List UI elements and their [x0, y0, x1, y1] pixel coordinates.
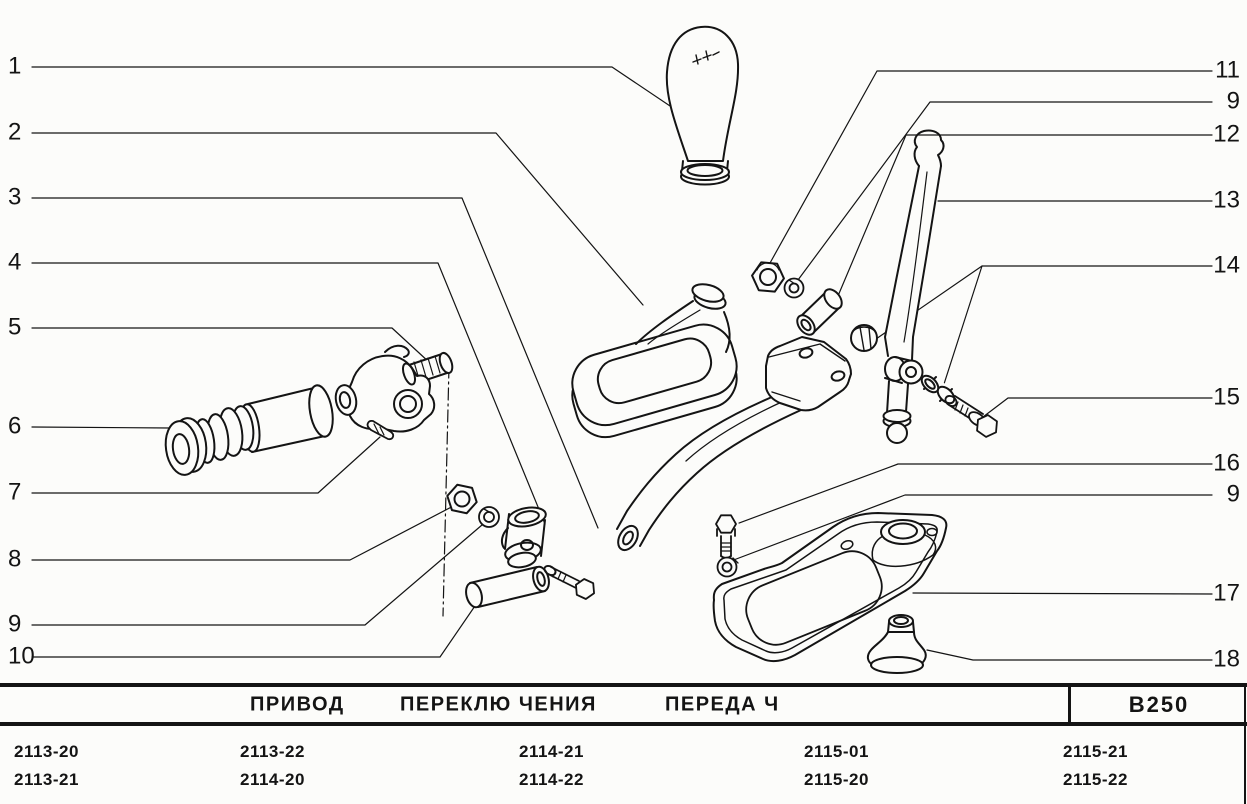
model-code: 2115-21: [1063, 742, 1128, 761]
ball-socket: [850, 324, 878, 352]
callout-number: 6: [8, 412, 21, 439]
callout-number: 14: [1213, 251, 1240, 278]
model-code: 2113-21: [14, 770, 79, 789]
section-code: B250: [1068, 687, 1247, 722]
shift-pattern-marking: [692, 50, 720, 65]
callout-number: 15: [1213, 383, 1240, 410]
exploded-diagram: 1 2 3 4 5 6 7 8 9 10 11 9 12 13 14 15 16…: [8, 25, 1240, 674]
callout-number: 1: [8, 52, 21, 79]
pivot-bolt: [944, 395, 998, 438]
lock-washer-lower-right: [716, 556, 739, 578]
section-title-segment: ПЕРЕДА Ч: [665, 693, 780, 715]
section-title: ПРИВОД ПЕРЕКЛЮ ЧЕНИЯ ПЕРЕДА Ч: [0, 687, 1068, 722]
catalog-footer: ПРИВОД ПЕРЕКЛЮ ЧЕНИЯ ПЕРЕДА Ч B250 2113-…: [0, 683, 1247, 804]
model-code: 2113-22: [240, 742, 305, 761]
rod-clamp: [500, 506, 547, 569]
callout-number: 7: [8, 478, 21, 505]
callout-number: 11: [1215, 56, 1240, 83]
universal-joint: [334, 344, 454, 433]
model-applicability-table: 2113-20 2113-22 2114-21 2115-01 2115-21 …: [0, 726, 1247, 804]
spacer-bushing: [796, 288, 843, 336]
clamp-bolt: [543, 565, 595, 600]
hex-nut-right: [751, 261, 785, 293]
model-code: 2115-22: [1063, 770, 1128, 789]
callout-number: 3: [8, 183, 21, 210]
model-code: 2115-20: [804, 770, 869, 789]
hex-nut-left: [446, 483, 478, 515]
gear-knob: [665, 25, 740, 186]
callout-numbers-left: 1 2 3 4 5 6 7 8 9 10: [8, 52, 35, 669]
callout-number: 10: [8, 642, 35, 669]
callout-number: 13: [1213, 186, 1240, 213]
leader-lines: [31, 66, 1213, 661]
callout-number: 12: [1213, 120, 1240, 147]
callout-numbers-right: 11 9 12 13 14 15 16 9 17 18: [1213, 56, 1240, 672]
shift-rod: [616, 336, 852, 552]
section-title-segment: ПРИВОД: [250, 693, 345, 715]
callout-number: 17: [1213, 579, 1240, 606]
model-code: 2114-20: [240, 770, 305, 789]
gear-lever: [882, 129, 945, 444]
callout-number: 9: [1227, 480, 1240, 507]
center-axis-line: [442, 365, 450, 617]
lever-bushing: [920, 374, 956, 405]
section-title-segment: ПЕРЕКЛЮ ЧЕНИЯ: [400, 693, 597, 715]
rubber-boot: [866, 614, 927, 674]
cover-plate: [712, 512, 948, 663]
rubber-boot-cover: [571, 283, 738, 439]
model-code: 2115-01: [804, 742, 869, 761]
damper-assembly: [164, 384, 334, 476]
lock-washer-left: [478, 506, 500, 528]
callout-number: 4: [8, 248, 21, 275]
page-edge-line: [1244, 683, 1246, 804]
callout-number: 9: [1227, 87, 1240, 114]
model-code: 2114-21: [519, 742, 584, 761]
title-bar: ПРИВОД ПЕРЕКЛЮ ЧЕНИЯ ПЕРЕДА Ч B250: [0, 683, 1247, 726]
callout-number: 8: [8, 545, 21, 572]
callout-number: 2: [8, 118, 21, 145]
wedge-pin: [366, 419, 395, 441]
callout-number: 18: [1213, 645, 1240, 672]
linkage-tube: [465, 565, 550, 609]
callout-number: 9: [8, 610, 21, 637]
callout-number: 5: [8, 313, 21, 340]
lock-washer-upper-right: [783, 277, 805, 299]
plate-bolt: [715, 514, 737, 559]
model-code: 2113-20: [14, 742, 79, 761]
rod-bracket: [765, 336, 852, 412]
model-code: 2114-22: [519, 770, 584, 789]
callout-number: 16: [1213, 449, 1240, 476]
